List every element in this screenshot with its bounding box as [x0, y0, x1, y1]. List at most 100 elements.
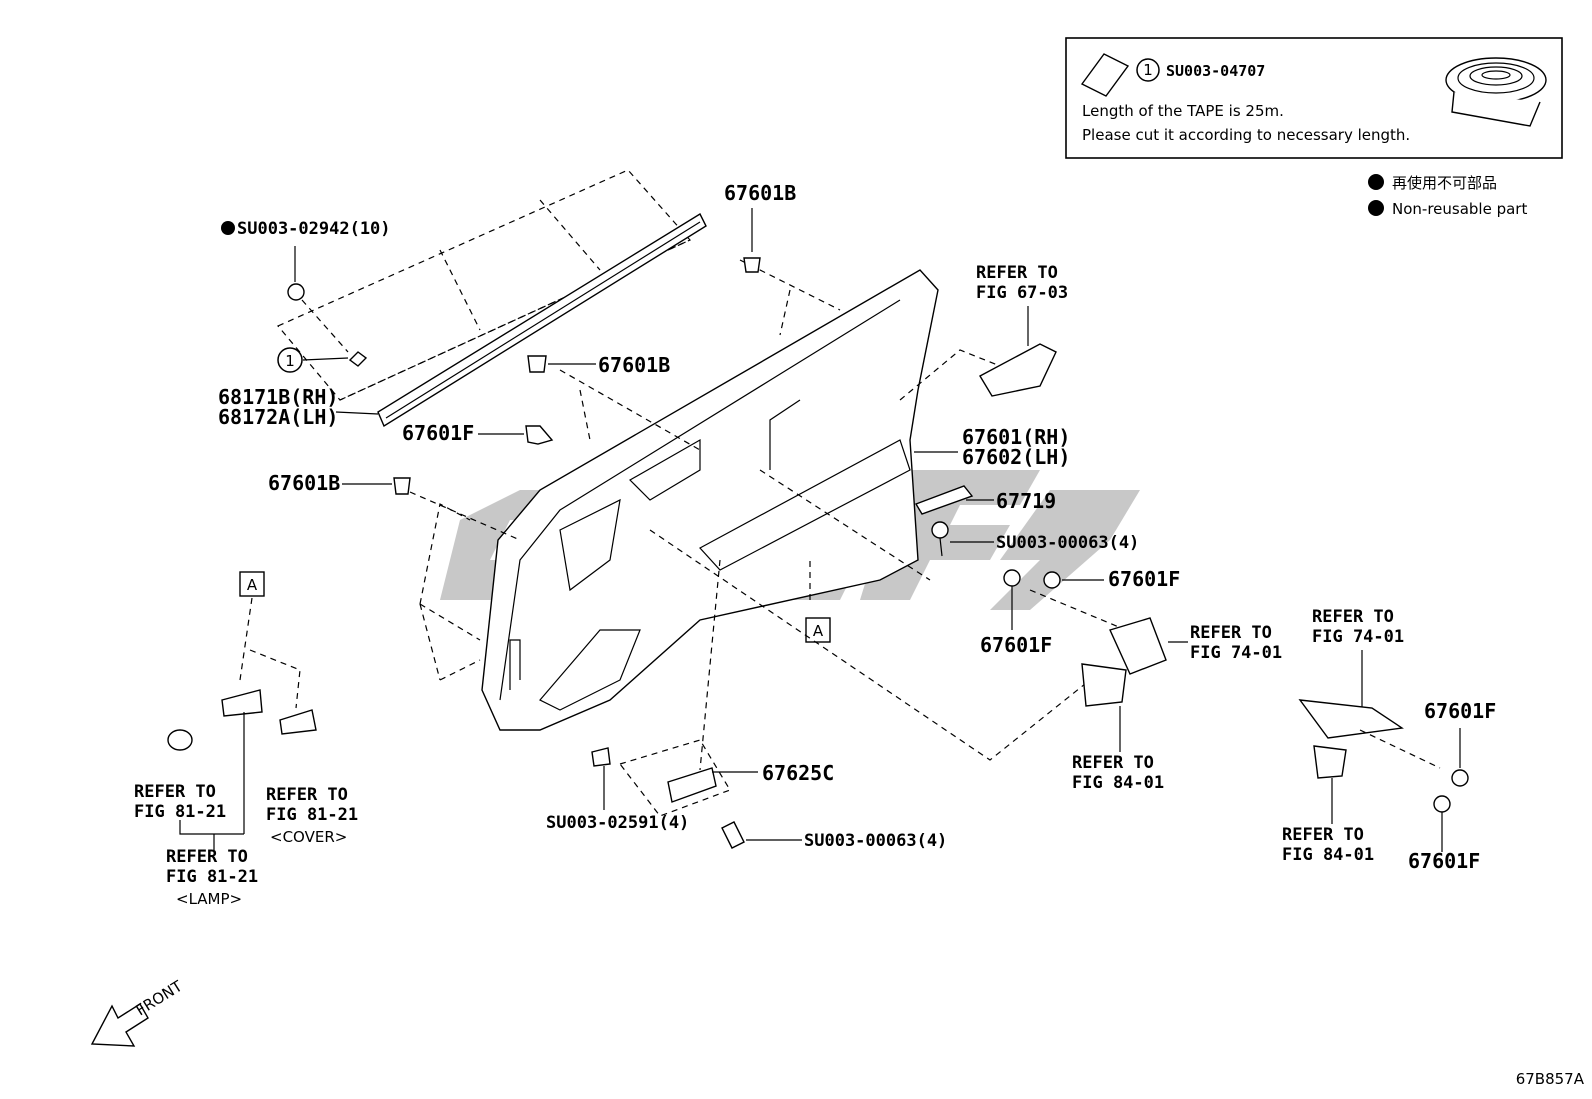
- ref-fig-81-21-b: REFER TO FIG 81-21 <COVER>: [266, 785, 358, 846]
- legend-circle-number: 1: [1143, 61, 1153, 79]
- door-trim-panel: [481, 269, 939, 731]
- label-nut: SU003-02591(4): [546, 813, 689, 833]
- clip-f-left-group: 67601F: [402, 421, 554, 445]
- label-screw-top-left: SU003-02942(10): [237, 219, 391, 239]
- tape-roll-icon: [1445, 57, 1547, 127]
- handle-bracket-icon: [979, 343, 1057, 397]
- clip-b-left-group: 67601B: [268, 471, 411, 495]
- screw-right-group: SU003-00063(4): [931, 521, 1139, 557]
- clip-f-icon: [1043, 571, 1061, 589]
- label-clip-f-right-a: 67601F: [980, 633, 1052, 657]
- ref-fig-74-01-a: REFER TO FIG 74-01: [1109, 617, 1282, 675]
- tape-callout-group: 1: [277, 347, 368, 373]
- nonreusable-bullet-icon: [221, 221, 235, 235]
- weatherstrip-label-group: 68171B(RH) 68172A(LH): [218, 385, 379, 429]
- label-bracket: 67625C: [762, 761, 834, 785]
- tape-swatch-icon: [1080, 53, 1130, 97]
- ref-fig-84-01-a: REFER TO FIG 84-01: [1072, 663, 1164, 793]
- label-clip-top: 67601B: [724, 181, 796, 205]
- label-weatherstrip-rh: 68171B(RH): [218, 385, 338, 409]
- nut-group: SU003-02591(4): [546, 747, 689, 833]
- ref-fig-81-21-c: REFER TO FIG 81-21 <LAMP>: [166, 847, 258, 908]
- clip-icon: [743, 257, 761, 273]
- ref-8401a-line2: FIG 84-01: [1072, 773, 1164, 793]
- ref-8121c-line1: REFER TO: [166, 847, 248, 867]
- switch-icon: [1081, 663, 1127, 707]
- ref-8401b-line2: FIG 84-01: [1282, 845, 1374, 865]
- clip-icon: [527, 355, 547, 373]
- ref-7401a-line1: REFER TO: [1190, 623, 1272, 643]
- ref-fig-67-03: REFER TO FIG 67-03: [976, 263, 1068, 397]
- clip-top-group: 67601B: [724, 181, 796, 273]
- ref-8401b-line1: REFER TO: [1282, 825, 1364, 845]
- label-panel-rh: 67601(RH): [962, 425, 1070, 449]
- ref-fig-84-01-b: REFER TO FIG 84-01: [1282, 745, 1374, 865]
- ref-8121a-line2: FIG 81-21: [134, 802, 226, 822]
- label-screw-right: SU003-00063(4): [996, 533, 1139, 553]
- ref-8121b-line2: FIG 81-21: [266, 805, 358, 825]
- panel-assembly-lines: [409, 259, 1151, 771]
- diagram-code: 67B857A: [1516, 1070, 1585, 1088]
- ref-8401a-line1: REFER TO: [1072, 753, 1154, 773]
- nonreusable-english: Non-reusable part: [1392, 200, 1527, 218]
- bracket-icon: [667, 767, 717, 803]
- legend-part-number: SU003-04707: [1166, 62, 1265, 80]
- view-a-left-group: A: [167, 571, 317, 850]
- clip-icon: [393, 477, 411, 495]
- label-pad: 67719: [996, 489, 1056, 513]
- clip-f-icon: [1003, 569, 1021, 587]
- lamp-housing-icon: [221, 689, 263, 717]
- label-panel-lh: 67602(LH): [962, 445, 1070, 469]
- label-clip-f-right-b: 67601F: [1108, 567, 1180, 591]
- ref-fig-74-01-b: REFER TO FIG 74-01: [1298, 607, 1441, 769]
- ref-7401a-line2: FIG 74-01: [1190, 643, 1282, 663]
- ref-6703-line2: FIG 67-03: [976, 283, 1068, 303]
- clip-f-right-group: 67601F 67601F: [980, 567, 1180, 657]
- pad-icon: [914, 485, 974, 515]
- screw-bottom-group: SU003-00063(4): [721, 821, 947, 851]
- pad-group: 67719: [914, 485, 1056, 515]
- label-view-a-left: A: [247, 576, 258, 594]
- legend-note-line-2: Please cut it according to necessary len…: [1082, 126, 1410, 144]
- bracket-group: 67625C: [618, 739, 834, 817]
- tape-piece-icon: [348, 351, 368, 367]
- nut-icon: [591, 747, 611, 767]
- switch-bezel-icon: [1109, 617, 1167, 675]
- bullet-icon: [1368, 200, 1384, 216]
- screw-icon: [721, 821, 745, 849]
- ref-7401b-line1: REFER TO: [1312, 607, 1394, 627]
- nonreusable-japanese: 再使用不可部品: [1392, 174, 1497, 192]
- label-screw-bottom: SU003-00063(4): [804, 831, 947, 851]
- screw-icon: [931, 521, 949, 539]
- ref-fig-81-21-a: REFER TO FIG 81-21: [134, 782, 226, 822]
- legend-box: 1 SU003-04707 Length of the TAPE is 25m.…: [1065, 37, 1563, 159]
- bullet-icon: [1368, 174, 1384, 190]
- label-view-a-panel: A: [813, 622, 824, 640]
- label-tape-callout: 1: [285, 352, 295, 370]
- label-clip-b-left: 67601B: [268, 471, 340, 495]
- clip-mid-group: 67601B: [527, 353, 670, 377]
- view-a-panel-group: A: [805, 617, 831, 643]
- panel-label-group: 67601(RH) 67602(LH): [914, 425, 1070, 469]
- label-clip-f-far-b: 67601F: [1408, 849, 1480, 873]
- front-direction-group: FRONT: [90, 977, 187, 1047]
- legend-note-line-1: Length of the TAPE is 25m.: [1082, 102, 1284, 120]
- ref-8121a-line1: REFER TO: [134, 782, 216, 802]
- ref-8121b-line1: REFER TO: [266, 785, 348, 805]
- ref-8121c-line3: <LAMP>: [176, 890, 242, 908]
- clip-f-icon: [1433, 795, 1451, 813]
- label-clip-f-far-a: 67601F: [1424, 699, 1496, 723]
- ref-7401b-line2: FIG 74-01: [1312, 627, 1404, 647]
- clip-f-icon: [525, 425, 554, 445]
- cover-icon: [279, 709, 317, 735]
- ref-8121c-line2: FIG 81-21: [166, 867, 258, 887]
- switch-bezel-icon: [1298, 699, 1404, 739]
- screw-icon: [287, 283, 305, 301]
- clip-f-icon: [1451, 769, 1469, 787]
- front-arrow-icon: [90, 1003, 149, 1047]
- ref-8121b-line3: <COVER>: [270, 828, 347, 846]
- weatherstrip-outer: [277, 169, 707, 428]
- label-weatherstrip-lh: 68172A(LH): [218, 405, 338, 429]
- label-front: FRONT: [133, 977, 187, 1020]
